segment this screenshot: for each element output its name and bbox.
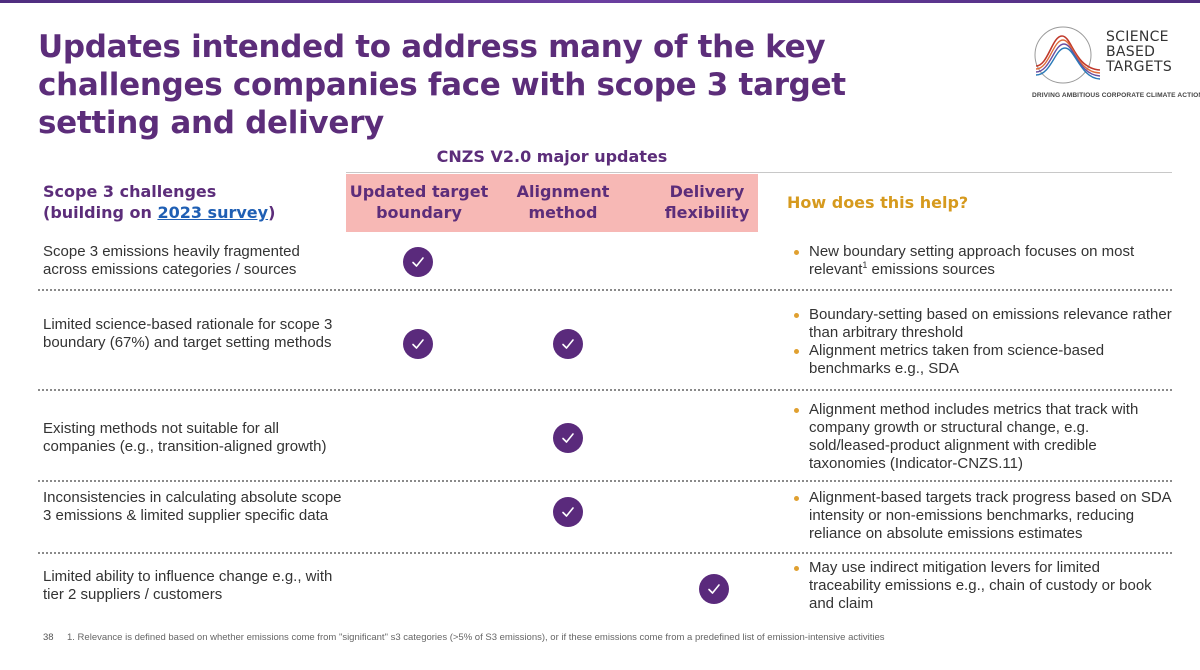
challenge-row-5: Limited ability to influence change e.g.… xyxy=(43,568,333,603)
logo-mark-icon xyxy=(1034,26,1101,84)
page-title: Updates intended to address many of the … xyxy=(38,29,846,141)
updates-group-title: CNZS V2.0 major updates xyxy=(436,147,668,166)
check-icon-row4-alignment xyxy=(553,497,583,527)
help-list-row-3: Alignment method includes metrics that t… xyxy=(793,401,1173,473)
challenge-row-1: Scope 3 emissions heavily fragmented acr… xyxy=(43,243,300,278)
challenge-row-2: Limited science-based rationale for scop… xyxy=(43,316,333,351)
help-item: Alignment method includes metrics that t… xyxy=(793,401,1173,473)
sbti-logo: SCIENCE BASED TARGETS DRIVING AMBITIOUS … xyxy=(1030,22,1200,102)
help-list-row-2: Boundary-setting based on emissions rele… xyxy=(793,306,1173,378)
help-list-row-5: May use indirect mitigation levers for l… xyxy=(793,559,1173,613)
challenge-row-4: Inconsistencies in calculating absolute … xyxy=(43,489,342,524)
check-icon-row2-alignment xyxy=(553,329,583,359)
check-icon-row3-alignment xyxy=(553,423,583,453)
help-list-row-4: Alignment-based targets track progress b… xyxy=(793,489,1173,543)
survey-link[interactable]: 2023 survey xyxy=(157,203,269,222)
footnote: 1. Relevance is defined based on whether… xyxy=(67,632,885,643)
col-header-alignment-method: Alignment method xyxy=(516,182,610,222)
check-icon-row1-boundary xyxy=(403,247,433,277)
help-item: Alignment metrics taken from science-bas… xyxy=(793,342,1173,378)
row-divider xyxy=(38,289,1172,291)
updates-header-band xyxy=(346,174,758,232)
logo-line-science: SCIENCE xyxy=(1106,29,1169,45)
help-item: Boundary-setting based on emissions rele… xyxy=(793,306,1173,342)
logo-line-targets: TARGETS xyxy=(1106,59,1173,75)
help-column-header: How does this help? xyxy=(787,193,969,212)
row-divider xyxy=(38,552,1172,554)
help-item: May use indirect mitigation levers for l… xyxy=(793,559,1173,613)
challenge-row-3: Existing methods not suitable for all co… xyxy=(43,420,327,455)
logo-tagline: DRIVING AMBITIOUS CORPORATE CLIMATE ACTI… xyxy=(1032,92,1200,99)
col-header-delivery-flexibility: Delivery flexibility xyxy=(664,182,750,222)
challenges-header-line2: (building on 2023 survey) xyxy=(43,203,276,222)
help-item: Alignment-based targets track progress b… xyxy=(793,489,1173,543)
challenges-header-line1: Scope 3 challenges xyxy=(43,182,217,201)
page-number: 38 xyxy=(43,632,54,643)
logo-line-based: BASED xyxy=(1106,44,1156,60)
col-header-target-boundary: Updated target boundary xyxy=(349,182,489,222)
challenges-column-header: Scope 3 challenges (building on 2023 sur… xyxy=(43,181,343,223)
logo-wordmark: SCIENCE BASED TARGETS xyxy=(1106,30,1172,75)
row-divider xyxy=(38,480,1172,482)
row-divider xyxy=(38,389,1172,391)
group-rule xyxy=(346,172,1172,173)
check-icon-row2-boundary xyxy=(403,329,433,359)
check-icon-row5-delivery xyxy=(699,574,729,604)
top-accent-rule xyxy=(0,0,1200,3)
help-item: New boundary setting approach focuses on… xyxy=(793,243,1173,279)
help-list-row-1: New boundary setting approach focuses on… xyxy=(793,243,1173,279)
